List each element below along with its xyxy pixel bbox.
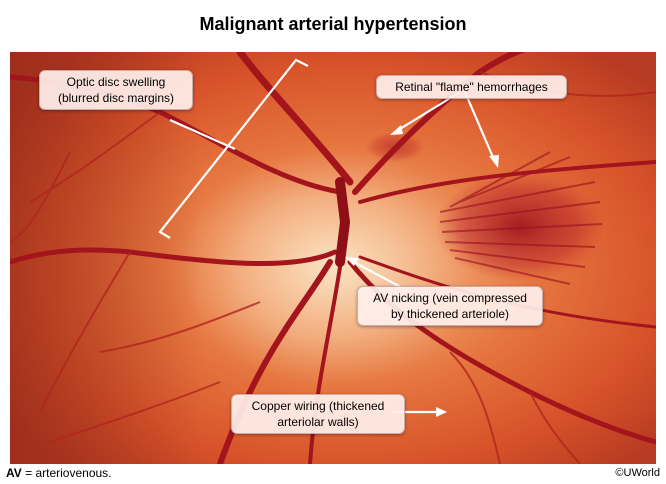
copper-arrowhead — [436, 407, 447, 417]
av-arrowhead — [345, 257, 359, 266]
annotation-overlay: Optic disc swelling (blurred disc margin… — [10, 52, 656, 464]
optic-disc-swelling-label: Optic disc swelling (blurred disc margin… — [39, 70, 193, 110]
fundus-photograph — [10, 52, 656, 464]
flame-arrowhead-2 — [489, 155, 499, 168]
optic-disc-leader — [169, 118, 236, 151]
figure-title: Malignant arterial hypertension — [199, 14, 467, 34]
abbreviation-note: AV = arteriovenous. — [6, 466, 112, 480]
flame-arrowhead-1 — [390, 125, 403, 135]
abbreviation-definition: = arteriovenous. — [21, 466, 112, 480]
flame-arrow-2 — [463, 91, 497, 163]
av-nicking-label: AV nicking (vein compressed by thickened… — [357, 286, 543, 326]
abbreviation-term: AV — [6, 466, 22, 480]
flame-hemorrhages-label: Retinal "flame" hemorrhages — [376, 75, 567, 99]
copper-wiring-label: Copper wiring (thickened arteriolar wall… — [231, 394, 405, 434]
copyright-text: ©UWorld — [615, 467, 660, 479]
